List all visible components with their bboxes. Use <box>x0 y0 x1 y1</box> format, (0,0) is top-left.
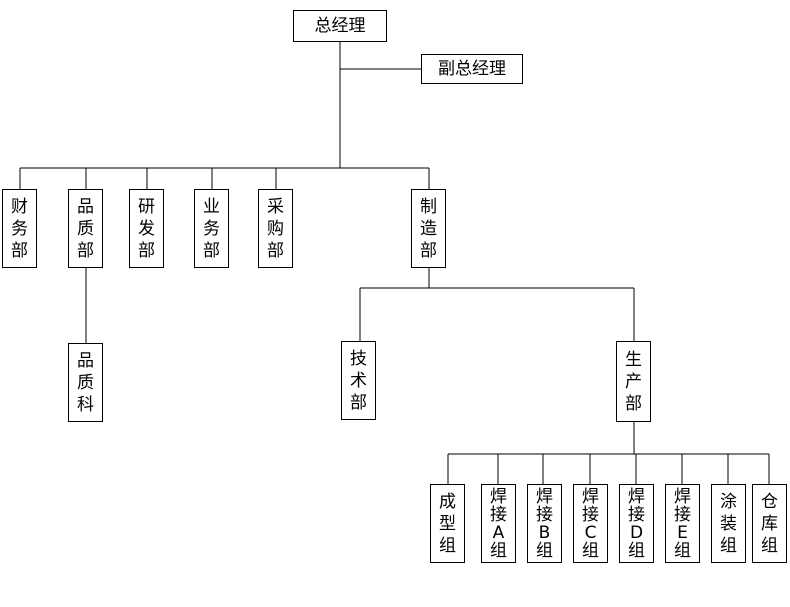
node-label: 财 务 部 <box>11 196 28 261</box>
node-label: 副总经理 <box>438 58 506 79</box>
node-deputy-general-manager: 副总经理 <box>421 54 523 84</box>
node-finance-dept: 财 务 部 <box>2 189 37 268</box>
node-label: 业 务 部 <box>203 196 220 261</box>
node-label: 研 发 部 <box>138 196 155 261</box>
node-label: 技 术 部 <box>350 348 367 413</box>
node-quality-dept: 品 质 部 <box>68 189 103 268</box>
node-general-manager: 总经理 <box>293 10 387 42</box>
node-coating-group: 涂 装 组 <box>711 484 746 563</box>
node-label: 品 质 部 <box>77 196 94 261</box>
node-purchasing-dept: 采 购 部 <box>258 189 293 268</box>
node-warehouse-group: 仓 库 组 <box>752 484 787 563</box>
node-manufacturing-dept: 制 造 部 <box>411 189 446 268</box>
node-welding-e-group: 焊 接 E 组 <box>665 484 700 563</box>
node-rd-dept: 研 发 部 <box>129 189 164 268</box>
node-welding-d-group: 焊 接 D 组 <box>619 484 654 563</box>
node-label: 成 型 组 <box>439 491 456 556</box>
node-molding-group: 成 型 组 <box>430 484 465 563</box>
node-welding-c-group: 焊 接 C 组 <box>573 484 608 563</box>
node-label: 采 购 部 <box>267 196 284 261</box>
node-production-dept: 生 产 部 <box>616 341 651 422</box>
node-label: 生 产 部 <box>625 349 642 414</box>
node-label: 焊 接 C 组 <box>582 486 599 561</box>
node-quality-section: 品 质 科 <box>68 343 103 422</box>
node-label: 焊 接 D 组 <box>628 486 645 561</box>
node-label: 焊 接 E 组 <box>674 486 691 561</box>
node-label: 制 造 部 <box>420 196 437 261</box>
node-label: 仓 库 组 <box>761 491 778 556</box>
node-label: 品 质 科 <box>77 350 94 415</box>
node-technology-dept: 技 术 部 <box>341 341 376 420</box>
node-label: 总经理 <box>314 15 366 36</box>
node-label: 涂 装 组 <box>720 491 737 556</box>
node-label: 焊 接 A 组 <box>490 486 507 561</box>
node-welding-a-group: 焊 接 A 组 <box>481 484 516 563</box>
node-welding-b-group: 焊 接 B 组 <box>527 484 562 563</box>
node-label: 焊 接 B 组 <box>536 486 553 561</box>
node-business-dept: 业 务 部 <box>194 189 229 268</box>
